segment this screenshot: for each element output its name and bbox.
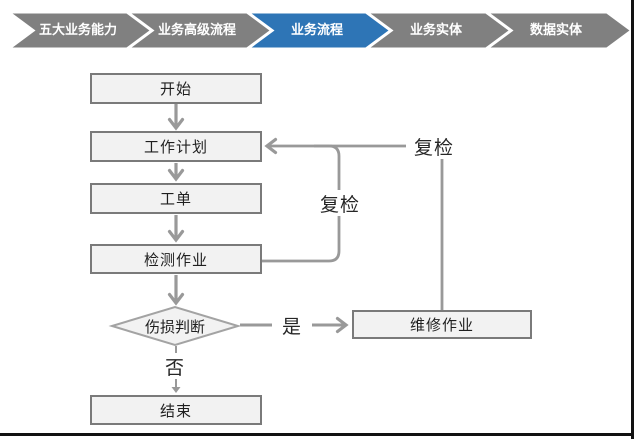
breadcrumb (3, 10, 634, 51)
edge-label-no: 否 (155, 353, 195, 379)
node-work-order: 工单 (90, 183, 262, 214)
no-branch-arrowhead (171, 387, 181, 393)
recheck-outer-path (264, 137, 444, 310)
node-repair-job: 维修作业 (352, 310, 532, 339)
node-work-plan: 工作计划 (90, 131, 262, 162)
breadcrumb-step-5-label[interactable]: 数据实体 (529, 23, 582, 38)
node-damage-decision-label: 伤损判断 (144, 317, 205, 336)
page-bottom-border (0, 433, 634, 436)
page-right-border (631, 0, 634, 439)
decision-diamond-shape (108, 305, 242, 347)
edge-label-recheck-outer: 复检 (406, 133, 462, 159)
breadcrumb-step-1-label[interactable]: 五大业务能力 (38, 23, 117, 38)
breadcrumb-step-4-label[interactable]: 业务实体 (409, 23, 462, 38)
edge-label-yes: 是 (272, 312, 312, 338)
edge-label-recheck-inner: 复检 (314, 190, 366, 216)
breadcrumb-step-3-label[interactable]: 业务流程 (290, 23, 343, 38)
node-inspection-job: 检测作业 (90, 244, 262, 274)
breadcrumb-step-2-label[interactable]: 业务高级流程 (157, 23, 236, 38)
node-end: 结束 (90, 395, 262, 425)
breadcrumb-step-5-shape[interactable] (481, 10, 634, 51)
node-start: 开始 (90, 73, 262, 104)
